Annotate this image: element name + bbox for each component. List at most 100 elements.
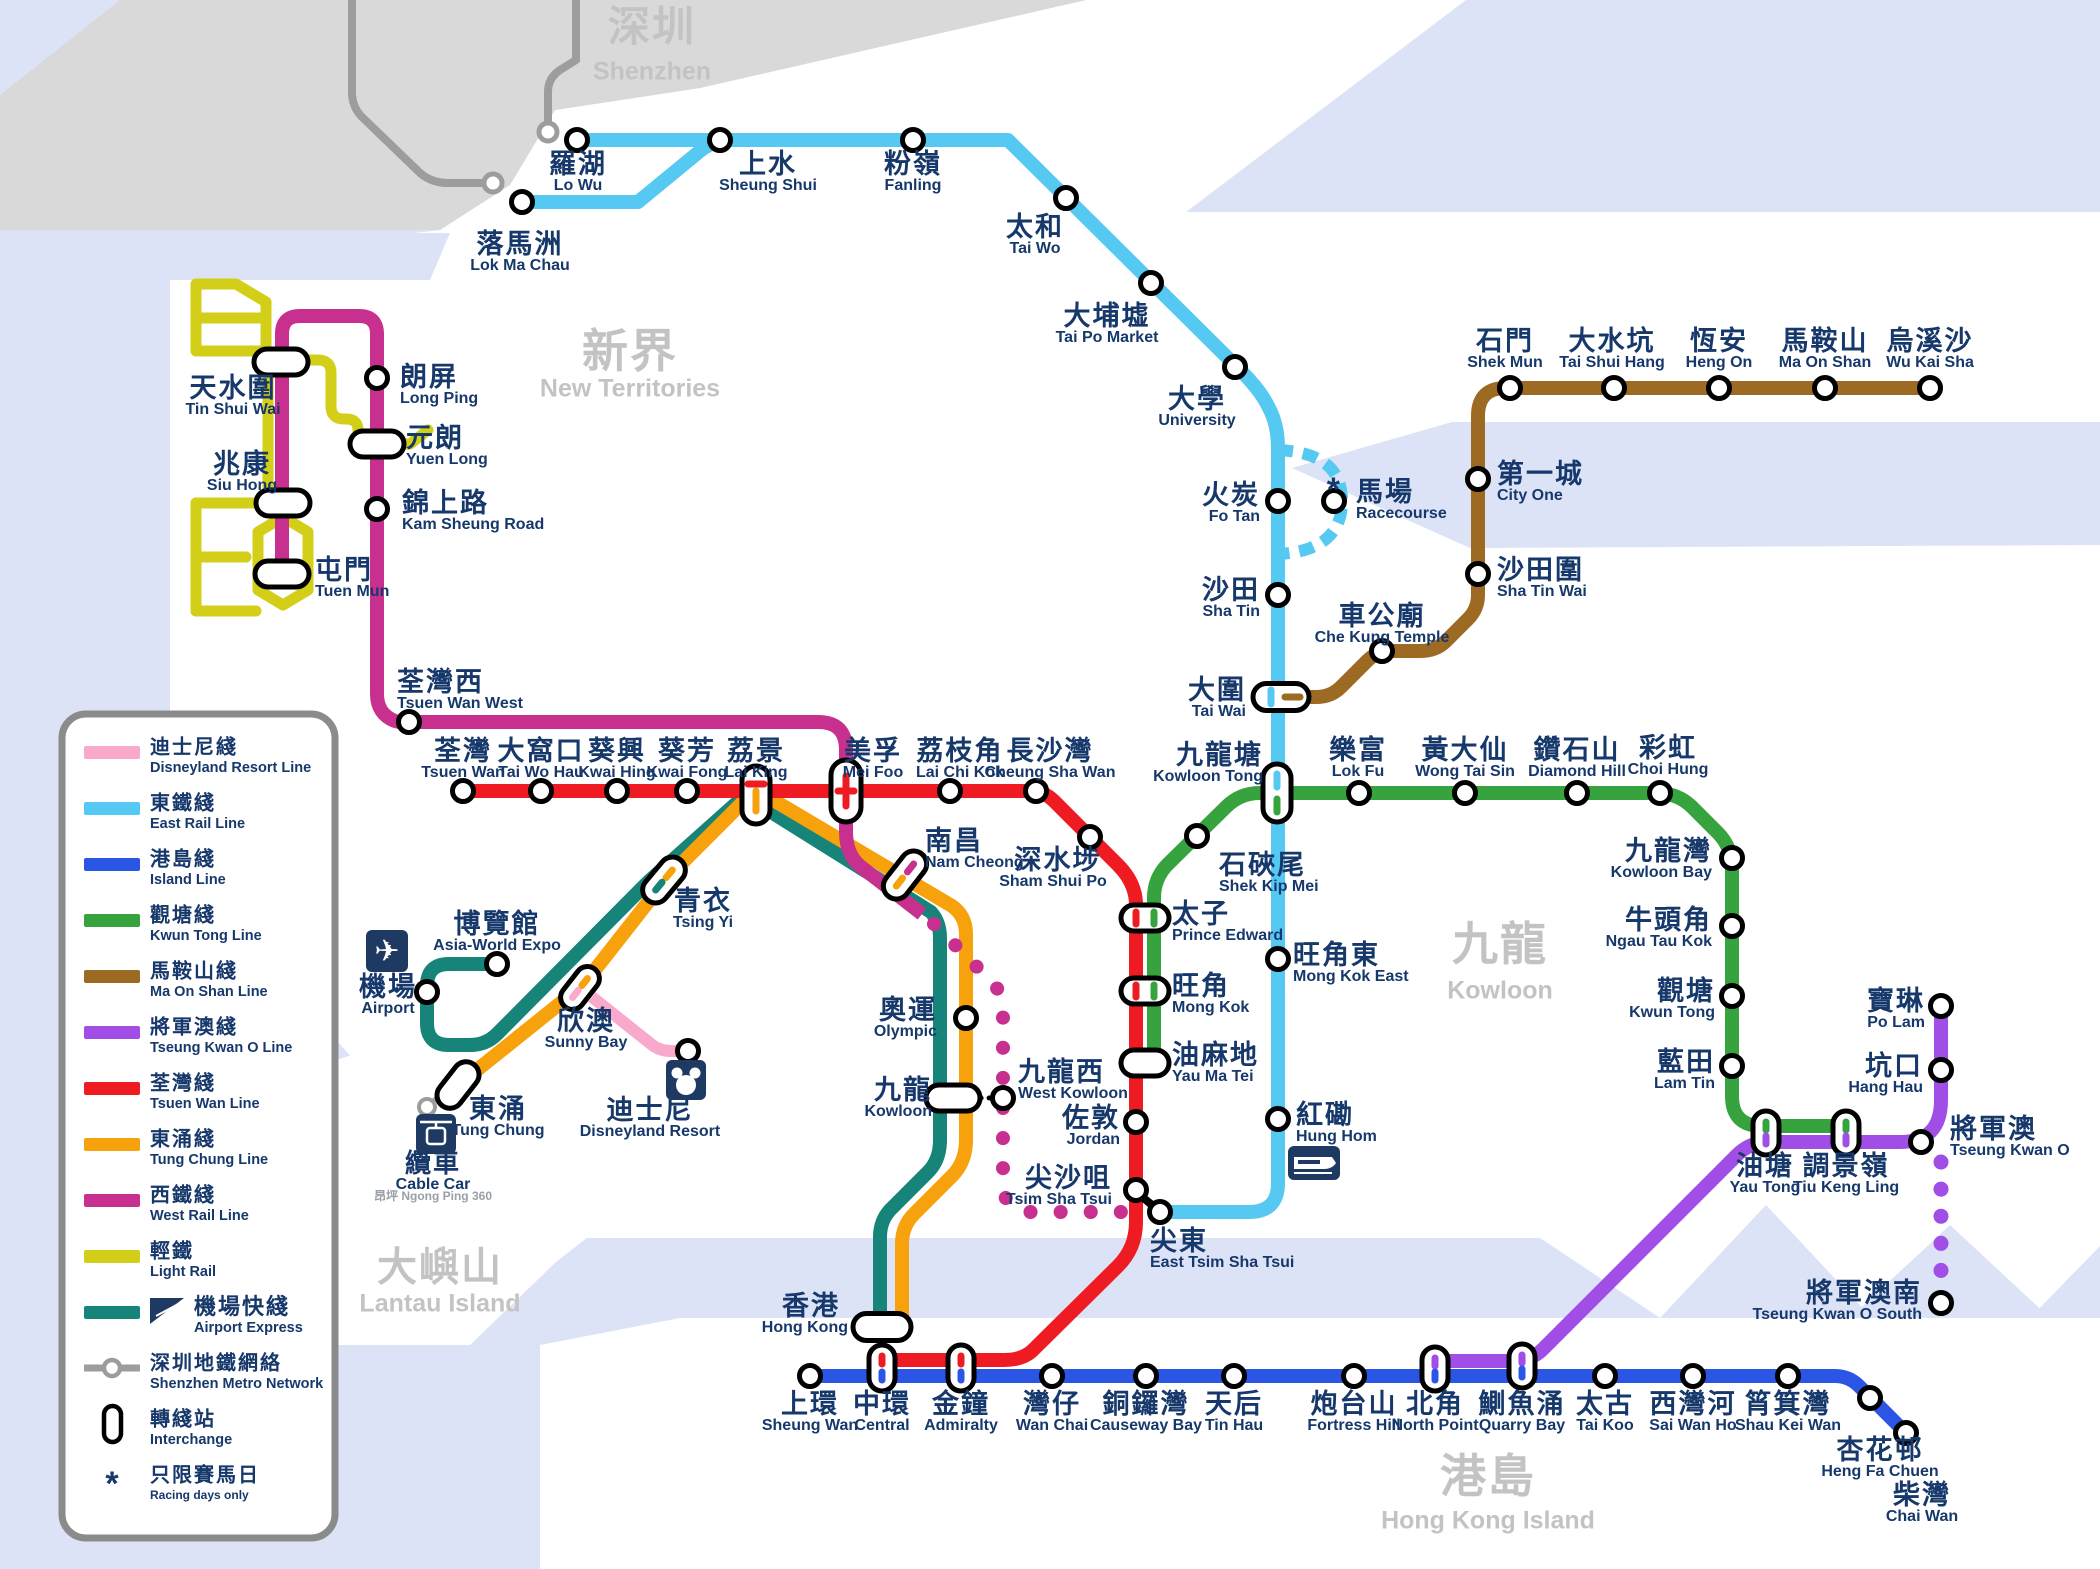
light-rail-segment <box>296 354 364 440</box>
interchange-capsule <box>1506 1341 1538 1391</box>
station-name-zh: 奧運 <box>879 995 937 1025</box>
region-name-zh: 大嶼山 <box>377 1246 503 1290</box>
station-hang-hau <box>1928 1057 1954 1083</box>
shenzhen-metro-line <box>544 0 580 132</box>
legend-label-zh: 輕鐵 <box>150 1238 194 1262</box>
station-name-en: Tsim Sha Tsui <box>1006 1191 1112 1208</box>
station-name-zh: 石門 <box>1475 326 1534 356</box>
station-lo-wu <box>564 127 590 153</box>
airport-express-logo <box>150 1298 189 1324</box>
line-disney <box>588 992 682 1057</box>
station-tin-hau <box>1221 1363 1247 1389</box>
station-name-en: Fanling <box>885 177 942 194</box>
station-tai-koo <box>1592 1363 1618 1389</box>
station-marker <box>1039 1363 1065 1389</box>
land-2 <box>0 233 450 280</box>
station-name-en: Kwun Tong <box>1629 1004 1715 1021</box>
capsule-shape <box>1118 1047 1172 1079</box>
station-marker <box>509 189 535 215</box>
station-name-zh: 藍田 <box>1657 1047 1715 1077</box>
station-name-en: Tsuen Wan West <box>397 695 524 712</box>
legend-label-zh: 觀塘綫 <box>150 902 216 926</box>
legend-label-zh: 港島綫 <box>150 846 216 870</box>
station-name-en: Sheung Shui <box>719 177 817 194</box>
station-name-zh: 銅鑼灣 <box>1103 1388 1190 1419</box>
station-name-en: Chai Wan <box>1886 1508 1958 1525</box>
station-kwai-hing <box>604 778 630 804</box>
legend-swatch <box>84 746 140 759</box>
station-name-zh: 青衣 <box>674 885 732 916</box>
station-name-zh: 旺角 <box>1172 970 1230 1001</box>
station-tsuen-wan-west <box>396 709 422 735</box>
station-yau-tong <box>1750 1108 1782 1158</box>
legend-label-zh: 馬鞍山綫 <box>150 958 238 982</box>
station-name-zh: 炮台山 <box>1311 1388 1398 1419</box>
station-name-zh: 太和 <box>1006 212 1064 242</box>
legend-label-en: West Rail Line <box>150 1208 249 1224</box>
legend-label-en: Kwun Tong Line <box>150 928 262 944</box>
legend-label-en: Racing days only <box>150 1488 249 1502</box>
station-che-kung-temple <box>1369 638 1395 664</box>
station-marker <box>1647 780 1673 806</box>
station-wu-kai-sha <box>1917 375 1943 401</box>
station-lok-fu <box>1346 780 1372 806</box>
legend-sz-circle <box>101 1357 123 1379</box>
station-name-zh: 尖東 <box>1150 1226 1208 1256</box>
region-name-zh: 深圳 <box>608 3 696 50</box>
station-name-zh: 深水埗 <box>1015 845 1102 875</box>
capsule-shape <box>434 1059 482 1111</box>
capsule-shape <box>347 428 407 460</box>
station-name-en: East Tsim Sha Tsui <box>1150 1254 1294 1271</box>
station-name-en: Lok Ma Chau <box>470 257 570 274</box>
station-name-zh: 九龍 <box>874 1074 932 1105</box>
station-name-zh: 牛頭角 <box>1625 904 1712 935</box>
station-name-zh: 大埔墟 <box>1064 301 1151 331</box>
landmark-icons: ✈ <box>366 930 1340 1180</box>
land-10 <box>330 905 790 1345</box>
station-marker <box>528 778 554 804</box>
station-name-en: Fortress Hill <box>1307 1417 1400 1434</box>
station-marker <box>1465 466 1491 492</box>
station-marker <box>1265 1106 1291 1132</box>
station-kwai-fong <box>674 778 700 804</box>
land-1 <box>0 0 1086 230</box>
station-jordan <box>1123 1109 1149 1135</box>
station-name-en: Shau Kei Wan <box>1735 1417 1841 1434</box>
interchange-capsule <box>880 848 930 902</box>
station-tai-wo-hau <box>528 778 554 804</box>
station-sheung-wan <box>797 1363 823 1389</box>
capsule-shape <box>945 1342 977 1394</box>
interchange-capsule <box>1250 681 1312 713</box>
interchange-capsule <box>252 558 312 590</box>
capsule-shape <box>1260 761 1294 825</box>
capsule-shape <box>1118 902 1172 934</box>
station-name-en: Lok Fu <box>1332 763 1384 780</box>
station-marker <box>1222 354 1248 380</box>
station-lai-king <box>739 763 773 827</box>
station-name-en: Disneyland Resort <box>580 1123 721 1140</box>
interchange-capsule <box>347 428 407 460</box>
capsule-line-mark <box>903 860 918 876</box>
station-name-zh: 朗屏 <box>400 362 458 392</box>
station-name-zh: 九龍西 <box>1018 1056 1105 1087</box>
